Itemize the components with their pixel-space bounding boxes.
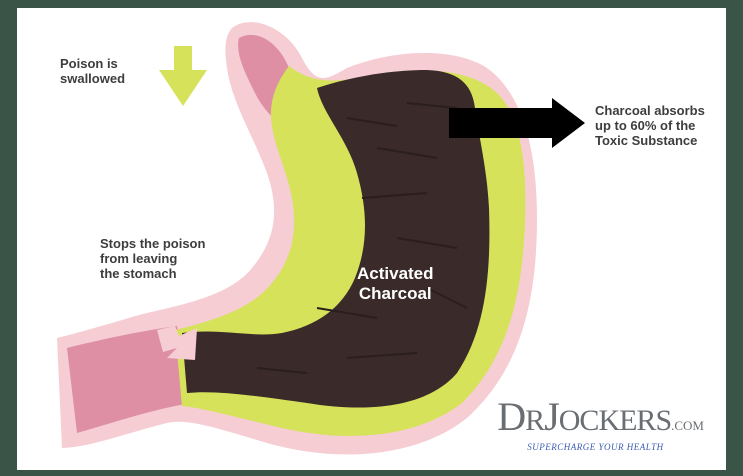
drjockers-logo: DRJOCKERS.COM SUPERCHARGE YOUR HEALTH — [497, 398, 704, 452]
absorbs-label: Charcoal absorbs up to 60% of the Toxic … — [595, 103, 705, 148]
diagram-canvas: Poison is swallowed Charcoal absorbs up … — [17, 8, 726, 470]
charcoal-label: Activated Charcoal — [357, 264, 434, 304]
down-arrow — [159, 46, 207, 106]
swallowed-label: Poison is swallowed — [60, 56, 125, 86]
stops-label: Stops the poison from leaving the stomac… — [100, 236, 205, 281]
